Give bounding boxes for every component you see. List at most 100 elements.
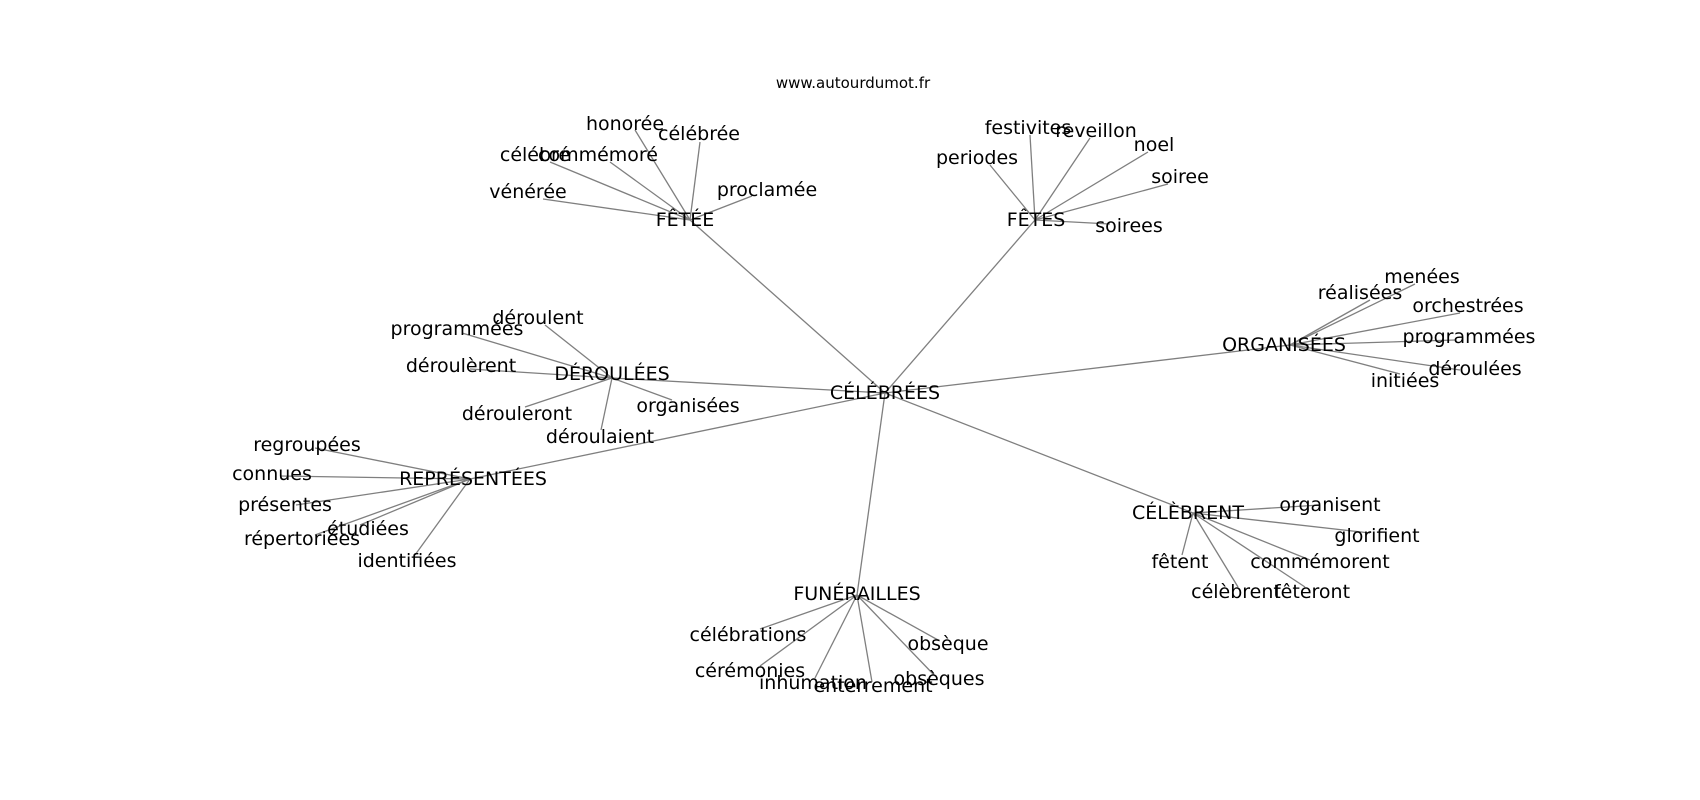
edge-representees-0 [314,447,471,480]
edge-representees-3 [359,478,471,526]
node-organisees: ORGANISÉES [1222,333,1346,356]
edge-funerailles-4 [856,594,873,683]
node-fetes: FÊTES [1007,208,1066,231]
edge-root-fetes [884,219,1036,394]
edge-root-funerailles [856,392,886,596]
edge-fetes-5 [1034,219,1111,225]
node-representees-leaf-1: connues [232,463,312,485]
node-representees-leaf-0: regroupées [253,434,361,456]
edge-deroulees-4 [611,377,673,401]
edge-funerailles-0 [759,594,858,630]
edge-deroulees-3 [524,377,613,408]
node-celebrent: CÉLÈBRENT [1132,501,1244,524]
node-fetee-leaf-1: célébrée [658,123,740,145]
edge-root-deroulees [611,377,886,394]
node-organisees-leaf-0: menées [1384,266,1460,288]
edge-organisees-0 [1289,283,1416,346]
node-fetee-leaf-3: commémoré [538,144,658,166]
edge-fetes-2 [1034,151,1149,221]
edge-funerailles-5 [856,594,936,677]
node-deroulees: DÉROULÉES [554,362,669,385]
edge-fetee-4 [542,198,691,221]
node-organisees-leaf-2: orchestrées [1412,295,1523,317]
node-funerailles-leaf-4: enterrement [813,675,932,697]
node-fetee-leaf-2: célébré [500,144,570,166]
node-funerailles-leaf-1: obsèque [907,633,988,655]
edge-celebrent-0 [1192,504,1321,514]
edge-funerailles-3 [814,594,858,679]
edge-representees-4 [314,478,471,536]
node-representees-leaf-3: étudiées [327,518,409,540]
node-organisees-leaf-3: programmées [1403,326,1536,348]
edge-root-organisees [884,344,1291,394]
edge-organisees-1 [1289,299,1371,346]
edge-organisees-3 [1289,339,1456,346]
node-funerailles: FUNÉRAILLES [793,582,920,605]
edge-celebrent-4 [1192,512,1239,588]
edge-funerailles-1 [856,594,939,641]
node-celebrent-leaf-4: célèbrent [1191,581,1281,603]
node-fetes-leaf-4: soiree [1151,166,1209,188]
edge-organisees-4 [1289,344,1461,371]
watermark-text: www.autourdumot.fr [776,74,931,92]
edge-fetes-0 [1029,134,1036,221]
node-fetes-leaf-0: festivites [985,117,1072,139]
edge-funerailles-2 [759,594,858,667]
node-celebrent-leaf-3: commémorent [1250,551,1390,573]
edge-fetee-2 [549,161,691,221]
edge-representees-1 [279,475,471,480]
node-root: CÉLÉBRÉES [830,381,940,404]
node-fetes-leaf-3: periodes [936,147,1018,169]
node-organisees-leaf-1: réalisées [1318,282,1402,304]
edge-root-fetee [689,219,886,394]
edge-fetes-3 [989,164,1036,221]
node-celebrent-leaf-1: glorifient [1334,525,1419,547]
edge-organisees-5 [1289,344,1401,375]
edge-root-representees [469,392,886,480]
edge-deroulees-0 [544,324,613,379]
node-fetee-leaf-0: honorée [586,113,664,135]
edge-celebrent-2 [1181,512,1194,556]
node-deroulees-leaf-4: organisées [636,395,739,417]
edge-fetee-3 [609,161,691,221]
node-celebrent-leaf-5: fêteront [1274,581,1350,603]
edge-deroulees-1 [461,332,613,379]
edge-celebrent-1 [1192,512,1371,534]
node-funerailles-leaf-3: inhumation [759,672,867,694]
edge-representees-5 [414,478,471,556]
node-fetes-leaf-1: reveillon [1055,120,1137,142]
edge-celebrent-5 [1192,512,1306,588]
node-funerailles-leaf-5: obsèques [894,668,985,690]
edge-deroulees-5 [600,377,613,431]
node-representees-leaf-4: répertoriées [244,528,360,550]
edge-fetes-4 [1034,183,1169,221]
node-celebrent-leaf-0: organisent [1279,494,1380,516]
node-deroulees-leaf-2: déroulèrent [406,355,516,377]
node-fetes-leaf-2: noel [1134,134,1175,156]
edge-fetee-0 [634,129,691,221]
node-representees-leaf-2: présentes [238,494,332,516]
node-representees-leaf-5: identifiées [357,550,456,572]
node-fetes-leaf-5: soirees [1095,215,1162,237]
graph-edges [279,129,1461,683]
node-celebrent-leaf-2: fêtent [1151,551,1208,573]
node-representees: REPRÉSENTÉES [399,467,547,490]
node-organisees-leaf-4: déroulées [1428,358,1521,380]
node-fetee-leaf-5: proclamée [717,179,817,201]
node-deroulees-leaf-1: programmées [391,318,524,340]
node-deroulees-leaf-0: déroulent [492,307,583,329]
edge-organisees-2 [1289,312,1461,346]
edge-deroulees-2 [469,368,613,379]
node-funerailles-leaf-0: célébrations [690,624,807,646]
edge-fetee-1 [689,141,701,221]
node-organisees-leaf-5: initiées [1371,370,1440,392]
node-funerailles-leaf-2: cérémonies [695,660,805,682]
edge-representees-2 [295,478,471,506]
edge-fetes-1 [1034,137,1091,221]
node-fetee-leaf-4: vénérée [489,181,566,203]
graph-labels: www.autourdumot.fr CÉLÉBRÉESFÊTÉEhonorée… [232,74,1535,697]
node-deroulees-leaf-5: déroulaient [546,426,654,448]
edge-celebrent-3 [1192,512,1311,561]
edge-fetee-5 [689,195,753,221]
